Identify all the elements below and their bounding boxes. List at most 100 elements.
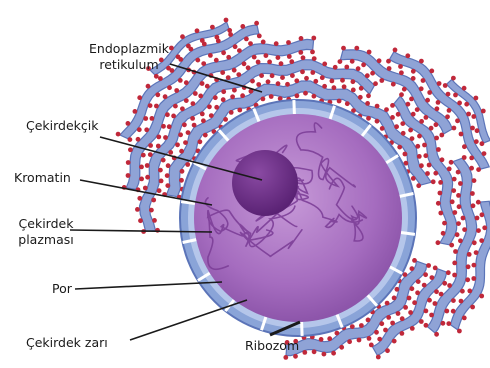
ribosome-dot bbox=[400, 121, 405, 126]
ribosome-dot bbox=[351, 88, 356, 93]
ribosome-dot bbox=[438, 211, 443, 216]
ribosome-dot bbox=[143, 116, 148, 121]
label-chromatin: Kromatin bbox=[14, 170, 71, 186]
ribosome-dot bbox=[390, 321, 395, 326]
ribosome-dot bbox=[436, 100, 441, 105]
ribosome-dot bbox=[459, 299, 464, 304]
ribosome-dot bbox=[383, 328, 388, 333]
ribosome-dot bbox=[186, 130, 191, 135]
ribosome-dot bbox=[161, 124, 166, 129]
ribosome-dot bbox=[220, 70, 225, 75]
ribosome-dot bbox=[399, 70, 404, 75]
ribosome-dot bbox=[338, 59, 343, 64]
ribosome-dot bbox=[444, 309, 449, 314]
ribosome-dot bbox=[167, 85, 172, 90]
ribosome-dot bbox=[425, 98, 430, 103]
ribosome-dot bbox=[165, 173, 170, 178]
ribosome-dot bbox=[402, 87, 407, 92]
ribosome-dot bbox=[367, 336, 372, 341]
ribosome-dot bbox=[403, 305, 408, 310]
ribosome-dot bbox=[474, 139, 479, 144]
ribosome-dot bbox=[385, 348, 390, 353]
ribosome-dot bbox=[440, 157, 445, 162]
ribosome-dot bbox=[417, 154, 422, 159]
ribosome-dot bbox=[366, 93, 371, 98]
ribosome-dot bbox=[191, 101, 196, 106]
ribosome-dot bbox=[224, 18, 229, 23]
ribosome-dot bbox=[400, 331, 405, 336]
ribosome-dot bbox=[386, 315, 391, 320]
ribosome-dot bbox=[182, 122, 187, 127]
ribosome-dot bbox=[438, 180, 443, 185]
ribosome-dot bbox=[144, 127, 149, 132]
ribosome-dot bbox=[287, 54, 292, 59]
ribosome-dot bbox=[427, 163, 432, 168]
ribosome-dot bbox=[424, 309, 429, 314]
ribosome-dot bbox=[136, 137, 141, 142]
ribosome-dot bbox=[466, 112, 471, 117]
ribosome-dot bbox=[411, 112, 416, 117]
ribosome-dot bbox=[295, 93, 300, 98]
ribosome-dot bbox=[396, 112, 401, 117]
ribosome-dot bbox=[175, 142, 180, 147]
ribosome-dot bbox=[424, 115, 429, 120]
ribosome-dot bbox=[415, 107, 420, 112]
ribosome-dot bbox=[471, 114, 476, 119]
ribosome-dot bbox=[347, 339, 352, 344]
ribosome-dot bbox=[429, 313, 434, 318]
ribosome-dot bbox=[429, 126, 434, 131]
ribosome-dot bbox=[270, 73, 275, 78]
nuclear-pore bbox=[401, 233, 415, 235]
ribosome-dot bbox=[380, 126, 385, 131]
ribosome-dot bbox=[462, 316, 467, 321]
ribosome-dot bbox=[138, 218, 143, 223]
ribosome-dot bbox=[462, 86, 467, 91]
ribosome-dot bbox=[479, 294, 484, 299]
ribosome-dot bbox=[377, 337, 382, 342]
ribosome-dot bbox=[369, 343, 374, 348]
ribosome-dot bbox=[410, 266, 415, 271]
ribosome-dot bbox=[279, 61, 284, 66]
ribosome-dot bbox=[422, 143, 427, 148]
ribosome-dot bbox=[128, 147, 133, 152]
ribosome-dot bbox=[145, 175, 150, 180]
ribosome-dot bbox=[146, 84, 151, 89]
ribosome-dot bbox=[475, 216, 480, 221]
ribosome-dot bbox=[148, 103, 153, 108]
ribosome-dot bbox=[237, 48, 242, 53]
ribosome-dot bbox=[341, 46, 346, 51]
ribosome-dot bbox=[403, 152, 408, 157]
ribosome-dot bbox=[312, 56, 317, 61]
ribosome-dot bbox=[446, 270, 451, 275]
ribosome-dot bbox=[472, 178, 477, 183]
ribosome-dot bbox=[148, 143, 153, 148]
ribosome-dot bbox=[126, 173, 131, 178]
ribosome-dot bbox=[232, 68, 237, 73]
ribosome-dot bbox=[285, 82, 290, 87]
ribosome-dot bbox=[221, 50, 226, 55]
ribosome-dot bbox=[408, 128, 413, 133]
label-er-line1: Endoplazmik bbox=[64, 41, 194, 57]
ribosome-dot bbox=[303, 91, 308, 96]
ribosome-dot bbox=[145, 163, 150, 168]
ribosome-dot bbox=[264, 53, 269, 58]
ribosome-dot bbox=[228, 32, 233, 37]
ribosome-dot bbox=[283, 355, 288, 360]
ribosome-dot bbox=[350, 324, 355, 329]
ribosome-dot bbox=[300, 69, 305, 74]
ribosome-dot bbox=[257, 34, 262, 39]
ribosome-dot bbox=[433, 301, 438, 306]
ribosome-dot bbox=[137, 196, 142, 201]
ribosome-dot bbox=[480, 212, 485, 217]
ribosome-dot bbox=[167, 124, 172, 129]
ribosome-dot bbox=[267, 60, 272, 65]
ribosome-dot bbox=[155, 92, 160, 97]
ribosome-dot bbox=[474, 96, 479, 101]
ribosome-dot bbox=[411, 76, 416, 81]
ribosome-dot bbox=[233, 44, 238, 49]
ribosome-dot bbox=[461, 216, 466, 221]
ribosome-dot bbox=[447, 283, 452, 288]
label-nuclear-envelope: Çekirdek zarı bbox=[26, 335, 108, 351]
ribosome-dot bbox=[151, 198, 156, 203]
